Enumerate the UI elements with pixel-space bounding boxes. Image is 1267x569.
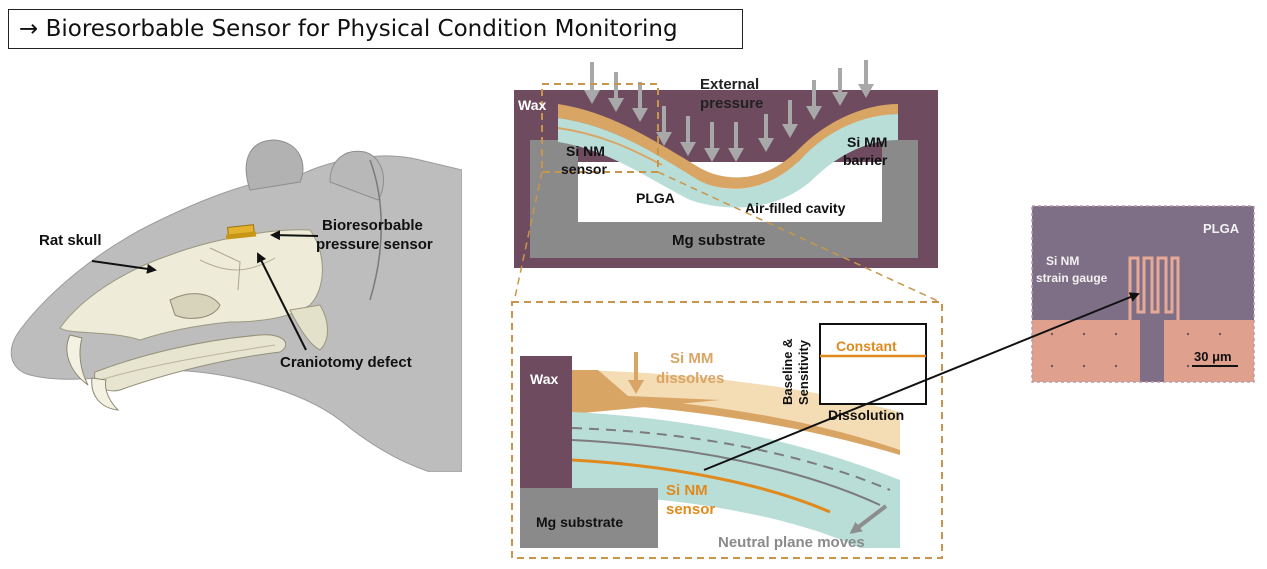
plga-layer [558,114,898,208]
label-wax-top: Wax [518,97,546,113]
pressure-arrows [584,60,874,162]
connector-arrow-to-micrograph [703,292,1140,471]
label-dissolves-line2: dissolves [656,370,724,387]
label-axis-line1: Baseline & [780,339,795,405]
sensor-cross-section [514,60,938,268]
arrow-rat-skull [91,260,157,274]
label-rat-skull: Rat skull [39,232,102,249]
rat-incisor-lower [91,377,120,411]
label-axis-line2: Sensitivity [796,339,811,405]
serpentine-gauge [1128,256,1180,320]
label-dissolves-line1: Si MM [670,350,713,367]
label-sensor-line1: Bioresorbable [322,217,423,234]
si-nm-sensor-line [557,127,663,166]
label-si-mm-line1: Si MM [847,134,887,150]
rat-illustration [10,139,462,472]
label-sensor-zoom-line1: Si NM [666,482,708,499]
neutral-plane-line [571,427,891,491]
rat-skull [59,229,323,341]
page-title: → Bioresorbable Sensor for Physical Cond… [8,9,743,49]
label-gauge-line2: strain gauge [1036,271,1108,285]
label-air-cavity: Air-filled cavity [745,200,846,216]
arrow-craniotomy [257,252,307,351]
baseline-plot-box [819,323,927,405]
label-plga-micrograph: PLGA [1203,221,1240,236]
label-external-line2: pressure [700,95,763,112]
zoom-connector-right [657,171,941,303]
si-mm-dissolved-region [572,370,900,450]
label-sensor-zoom-line2: sensor [666,501,715,518]
si-nm-sensor-line-zoom [571,458,831,514]
rat-ear [245,139,304,191]
neutral-plane-line-2 [571,439,881,506]
zoom-connector-left [513,171,543,303]
si-mm-barrier [558,104,898,189]
label-mg-substrate-top: Mg substrate [672,232,765,249]
arrow-sensor [270,230,319,241]
label-gauge-line1: Si NM [1046,254,1079,268]
label-sensor-line2: pressure sensor [316,236,433,253]
mg-substrate-block [530,140,918,258]
zoom-panel [520,356,900,548]
rat-ear-right [329,150,385,201]
label-si-nm-line2: sensor [561,161,607,177]
label-external-line1: External [700,76,759,93]
label-neutral-plane: Neutral plane moves [718,534,865,551]
label-wax-zoom: Wax [530,371,558,387]
label-plga: PLGA [636,190,675,206]
rat-incisor [66,334,89,386]
label-constant: Constant [836,338,897,354]
neutral-plane-arrow [849,504,888,534]
strain-gauge-micrograph [1031,205,1255,383]
label-mg-substrate-zoom: Mg substrate [536,514,623,530]
zoom-region-marker [541,83,659,173]
label-scale: 30 μm [1194,349,1232,364]
label-si-nm-line1: Si NM [566,143,605,159]
rat-jaw [94,334,287,392]
label-si-mm-line2: barrier [843,152,888,168]
label-craniotomy-defect: Craniotomy defect [280,354,412,371]
wax-zoom [520,356,572,488]
